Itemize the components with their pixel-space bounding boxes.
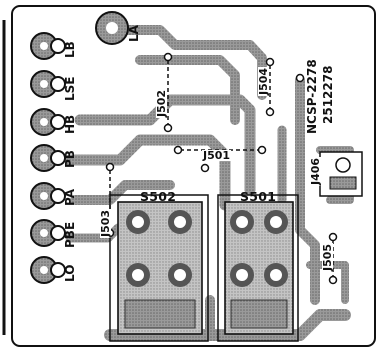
led-pb — [30, 144, 66, 172]
led-label-lse: LSE — [63, 76, 77, 102]
switch-frame-left — [109, 194, 209, 342]
led-label-lb: LB — [63, 41, 77, 58]
led-lb — [30, 32, 66, 60]
switch-frame-right — [217, 194, 299, 342]
jumper-label-j502: J502 — [155, 88, 168, 118]
led-pa — [30, 182, 66, 210]
led-lo — [30, 256, 66, 284]
jumper-label-j406: J406 — [309, 156, 322, 186]
led-label-hb: HB — [63, 114, 77, 134]
led-label-lo: LO — [63, 264, 77, 282]
pads — [105, 52, 338, 285]
switch-s501 — [224, 201, 294, 335]
switch-label-s502: S502 — [140, 189, 177, 204]
board-part-number-2: 2512278 — [321, 65, 335, 124]
jumper-label-j505: J505 — [321, 242, 334, 272]
led-column — [30, 11, 129, 284]
jumper-label-j504: J504 — [257, 66, 270, 96]
connector-j406 — [319, 151, 363, 197]
board-part-number: NCSP-2278 — [305, 59, 319, 134]
jumper-label-j503: J503 — [99, 208, 112, 238]
led-label-pb: PB — [63, 150, 77, 168]
switch-label-s501: S501 — [240, 189, 277, 204]
jumper-label-j501: J501 — [202, 149, 232, 162]
led-label-pa: PA — [63, 189, 77, 206]
led-pbe — [30, 219, 66, 247]
copper-traces — [64, 25, 354, 341]
led-label-pbe: PBE — [63, 221, 77, 248]
led-label-la: LA — [127, 25, 141, 42]
led-lse — [30, 70, 66, 98]
switch-s502 — [117, 201, 203, 335]
led-la — [95, 11, 129, 45]
led-hb — [30, 108, 66, 136]
